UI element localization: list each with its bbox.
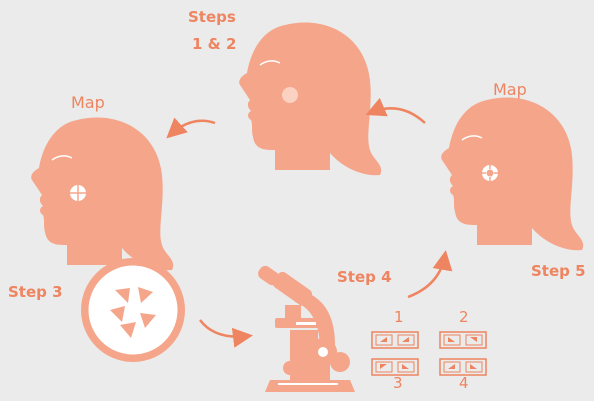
slide-number-2: 2 bbox=[459, 308, 469, 326]
steps-1-2-label-line2: 1 & 2 bbox=[192, 35, 237, 53]
head-icon bbox=[30, 116, 174, 271]
slide-icon bbox=[439, 331, 487, 349]
arrow-icon bbox=[199, 319, 253, 348]
map-left-label: Map bbox=[71, 93, 105, 112]
microscope-highlight bbox=[278, 322, 338, 385]
arrow-icon bbox=[166, 117, 216, 139]
slide-icon bbox=[371, 358, 419, 376]
slide-icon bbox=[371, 331, 419, 349]
slide-icon bbox=[439, 358, 487, 376]
slide-number-4: 4 bbox=[459, 374, 469, 392]
slide-number-3: 3 bbox=[393, 374, 403, 392]
biopsy-disc-icon bbox=[81, 258, 185, 362]
step4-label: Step 4 bbox=[337, 268, 392, 286]
step5-label: Step 5 bbox=[531, 262, 586, 280]
steps-1-2-label-line1: Steps bbox=[188, 8, 236, 26]
head-icon bbox=[238, 21, 382, 176]
head-icon bbox=[440, 96, 584, 251]
map-right-label: Map bbox=[493, 80, 527, 99]
arrow-icon bbox=[407, 250, 453, 299]
arrow-icon bbox=[365, 97, 426, 124]
slide-number-1: 1 bbox=[394, 308, 404, 326]
step3-label: Step 3 bbox=[8, 283, 63, 301]
